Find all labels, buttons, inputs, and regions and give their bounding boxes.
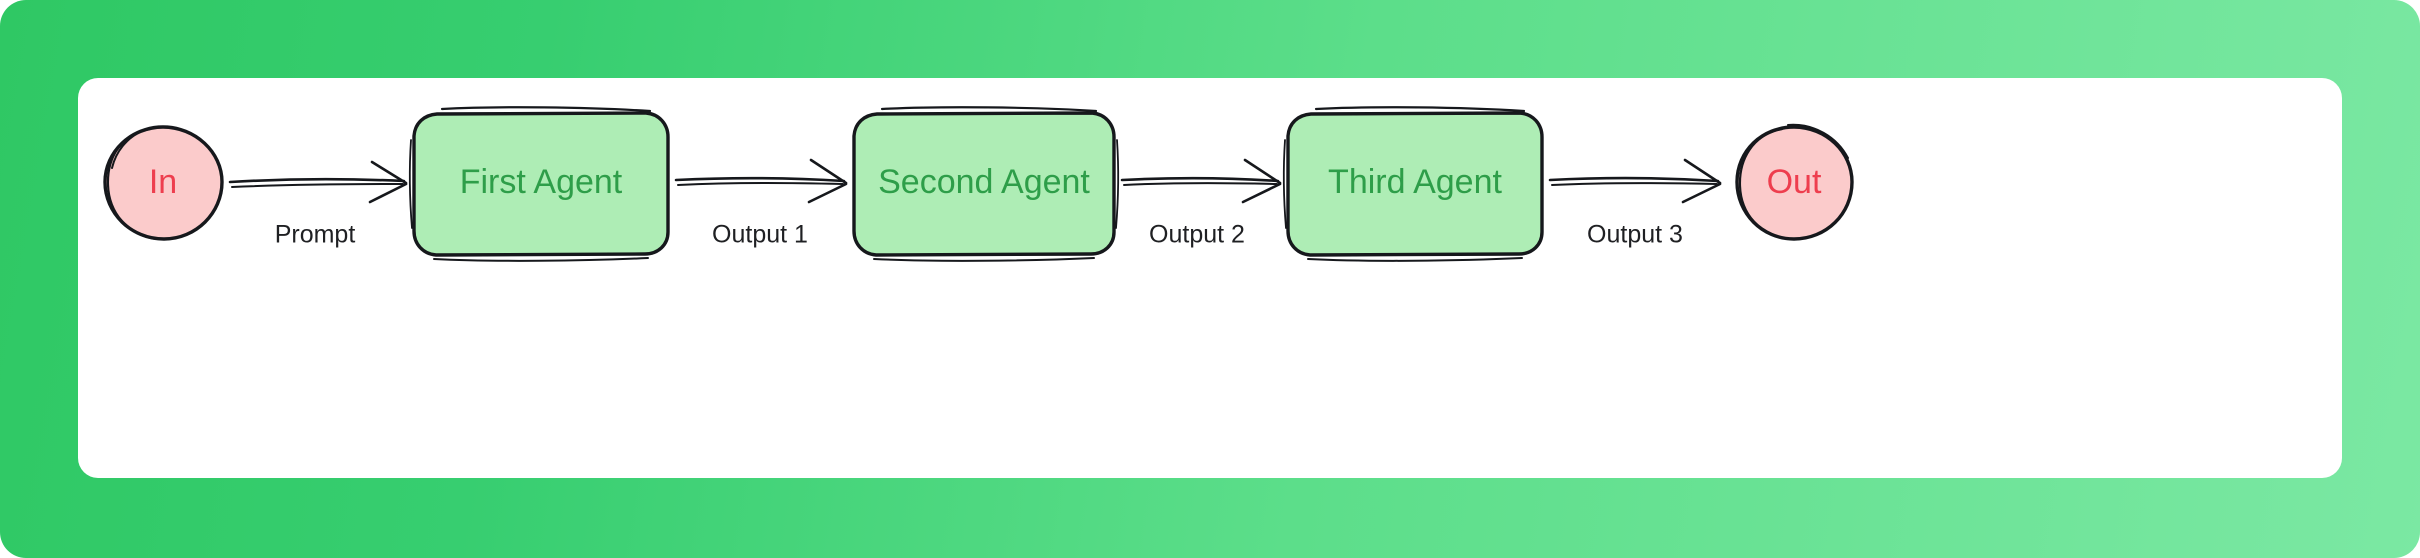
edge-output-2-line-a xyxy=(1120,176,1280,183)
node-third-agent-label: Third Agent xyxy=(1328,163,1502,201)
edge-output-2-head-upper xyxy=(1243,158,1282,185)
node-third-agent[interactable]: Third Agent xyxy=(1283,106,1544,262)
edge-output-2-label: Output 2 xyxy=(1149,221,1245,249)
node-out[interactable]: Out xyxy=(1735,123,1854,241)
edge-output-1-head-upper xyxy=(809,158,848,185)
node-third-agent-outline-bottom xyxy=(1307,257,1523,262)
node-out-outline-3 xyxy=(1787,123,1849,159)
node-out-shape xyxy=(1737,127,1851,239)
edge-output-3-line-b xyxy=(1551,182,1718,186)
node-first-agent-shape xyxy=(414,114,668,254)
node-second-agent-outline-top xyxy=(880,106,1098,113)
node-first-agent-outline-bottom xyxy=(433,257,649,262)
node-third-agent-outline-top xyxy=(1314,106,1526,113)
node-third-agent-outline-1 xyxy=(1286,111,1544,257)
edge-output-3-head-lower xyxy=(1681,182,1722,204)
node-second-agent-shape xyxy=(854,114,1114,254)
edge-prompt-line-a xyxy=(228,177,406,184)
edge-output-1-line-b xyxy=(677,182,844,186)
edge-prompt-label: Prompt xyxy=(275,221,356,249)
node-in-outline-3 xyxy=(111,130,143,169)
edge-prompt[interactable]: Prompt xyxy=(228,160,408,249)
edge-output-1[interactable]: Output 1 xyxy=(674,158,848,249)
edge-output-1-line-a xyxy=(674,176,846,183)
node-out-label: Out xyxy=(1767,163,1822,201)
edge-output-3-label: Output 3 xyxy=(1587,221,1683,249)
edge-prompt-head-lower xyxy=(368,182,408,204)
node-out-outline-2 xyxy=(1738,127,1790,241)
node-in-shape xyxy=(104,127,222,239)
node-in-outline-2 xyxy=(106,127,158,241)
edge-output-1-head-lower xyxy=(807,182,848,204)
node-second-agent-outline-bottom xyxy=(873,257,1095,262)
edge-output-1-label: Output 1 xyxy=(712,221,808,249)
node-second-agent[interactable]: Second Agent xyxy=(852,106,1119,262)
node-in[interactable]: In xyxy=(103,125,224,241)
edge-output-2-head-lower xyxy=(1241,182,1282,204)
node-first-agent[interactable]: First Agent xyxy=(409,106,670,262)
node-third-agent-outline-left xyxy=(1283,139,1287,229)
node-first-agent-label: First Agent xyxy=(460,163,623,201)
node-in-outline-1 xyxy=(103,125,224,241)
edge-output-2[interactable]: Output 2 xyxy=(1120,158,1282,249)
node-third-agent-shape xyxy=(1288,114,1542,254)
edge-prompt-head-upper xyxy=(370,160,408,185)
node-second-agent-label: Second Agent xyxy=(878,163,1090,201)
node-first-agent-outline-left xyxy=(409,139,413,229)
edge-output-3[interactable]: Output 3 xyxy=(1548,158,1722,249)
node-out-outline-1 xyxy=(1735,125,1854,241)
node-first-agent-outline-1 xyxy=(412,111,670,257)
node-second-agent-outline-right xyxy=(1115,139,1119,229)
node-second-agent-outline-1 xyxy=(852,111,1116,257)
node-first-agent-outline-top xyxy=(440,106,652,113)
node-in-label: In xyxy=(149,163,177,201)
agent-flow-diagram: In Prompt First Agent xyxy=(103,106,1854,262)
edge-prompt-line-b xyxy=(231,183,404,188)
edge-output-2-line-b xyxy=(1123,182,1278,186)
edge-output-3-head-upper xyxy=(1683,158,1722,185)
edge-output-3-line-a xyxy=(1548,176,1720,183)
diagram-card: In Prompt First Agent xyxy=(78,78,2342,478)
